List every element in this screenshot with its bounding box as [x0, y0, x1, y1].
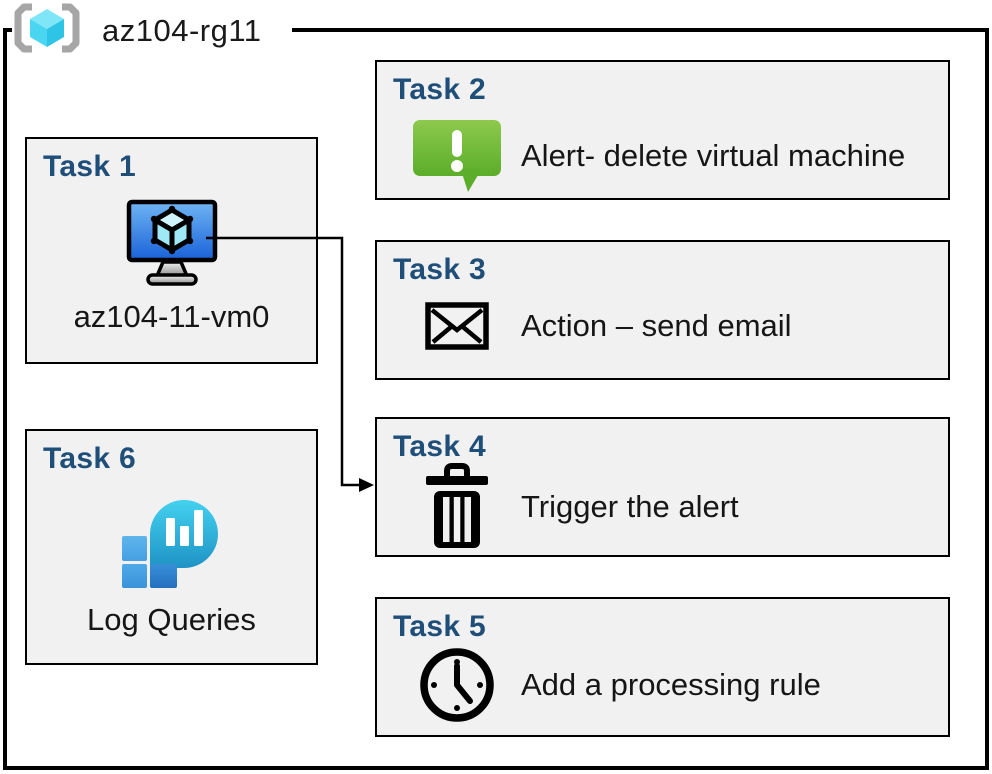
task-1-heading: Task 1: [43, 150, 136, 183]
task-2-label: Alert- delete virtual machine: [521, 138, 906, 173]
cube-left-face: [30, 19, 47, 47]
task-6-heading: Task 6: [43, 442, 136, 475]
cube-right-face: [47, 19, 64, 47]
task-3-label: Action – send email: [521, 308, 792, 343]
email-icon: [407, 302, 507, 350]
log-analytics-icon: [121, 492, 222, 588]
alert-icon: [407, 118, 507, 194]
virtual-machine-icon: [126, 199, 218, 287]
task-5-heading: Task 5: [393, 610, 486, 643]
resource-group-label: az104-rg11: [102, 13, 262, 48]
task-6-box: Task 6: [25, 429, 318, 665]
task-1-label: az104-11-vm0: [73, 299, 270, 334]
clock-icon: [407, 645, 507, 725]
task-4-box: Task 4 Trigger the alert: [375, 417, 950, 557]
task-4-label: Trigger the alert: [521, 489, 739, 524]
trash-icon: [407, 463, 507, 551]
resource-group-icon: [14, 3, 80, 53]
resource-group-header: az104-rg11: [14, 2, 262, 54]
task-6-label: Log Queries: [87, 602, 256, 637]
task-3-box: Task 3 Action – send email: [375, 240, 950, 380]
task-1-box: Task 1 az104-11-vm0: [25, 137, 318, 364]
task-5-box: Task 5 Add a processing rule: [375, 597, 950, 737]
task-5-label: Add a processing rule: [521, 667, 821, 702]
task-2-box: Task 2 Alert- delete virtual machine: [375, 60, 950, 200]
task-4-heading: Task 4: [393, 430, 486, 463]
header-border-gap: [12, 22, 292, 36]
task-2-heading: Task 2: [393, 73, 486, 106]
task-3-heading: Task 3: [393, 253, 486, 286]
